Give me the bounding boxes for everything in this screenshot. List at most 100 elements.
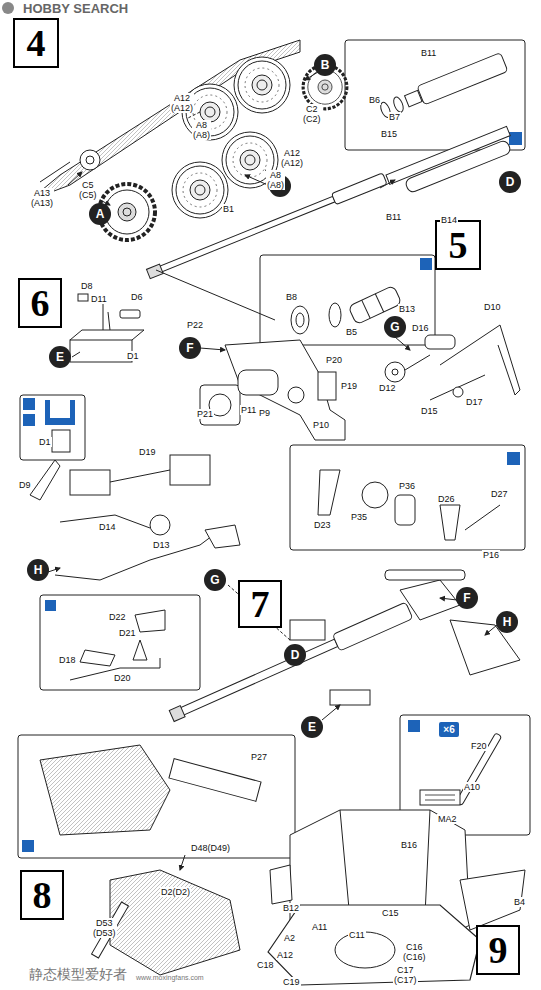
part-number: A2 xyxy=(283,933,296,943)
step-number-box: 5 xyxy=(435,220,481,270)
part-number: C17 (C17) xyxy=(393,965,418,985)
callout-circle: G xyxy=(204,569,226,591)
part-number: C11 xyxy=(348,930,366,940)
part-number: D48(D49) xyxy=(190,843,231,853)
node-text: E xyxy=(308,720,316,734)
part-number: D53 (D53) xyxy=(92,918,117,938)
part-number: C5 (C5) xyxy=(78,180,98,200)
part-number: D9 xyxy=(18,480,32,490)
node-text: D xyxy=(291,648,300,662)
callout-circle: G xyxy=(384,316,406,338)
part-number: D23 xyxy=(313,520,332,530)
part-number: D20 xyxy=(113,673,132,683)
node-text: 7 xyxy=(251,582,270,626)
callout-circle: E xyxy=(49,346,71,368)
part-number: F20 xyxy=(470,741,488,751)
node-text: G xyxy=(390,320,399,334)
part-number: P11 xyxy=(240,405,257,415)
part-number: D1 xyxy=(38,437,52,447)
callout-circle: F xyxy=(179,337,201,359)
part-number: A8 (A8) xyxy=(192,120,211,140)
part-number: B4 xyxy=(513,897,526,907)
step-number-box: 6 xyxy=(18,278,62,328)
callout-circle: E xyxy=(301,716,323,738)
node-text: ×6 xyxy=(443,724,454,735)
part-number: D21 xyxy=(118,628,137,638)
part-number: B14 xyxy=(440,215,458,225)
node-text: B xyxy=(321,58,330,72)
part-number: D17 xyxy=(465,397,484,407)
part-number: B15 xyxy=(380,129,398,139)
callout-circle: H xyxy=(27,559,49,581)
node-text: 5 xyxy=(449,223,468,267)
node-text: A xyxy=(96,207,105,221)
part-number: B13 xyxy=(398,304,416,314)
node-text: 4 xyxy=(27,21,46,65)
part-number: A12 (A12) xyxy=(280,148,304,168)
part-number: C15 xyxy=(381,908,400,918)
quantity-badge: ×6 xyxy=(439,722,459,737)
part-number: D13 xyxy=(152,540,171,550)
part-number: D22 xyxy=(108,612,127,622)
part-number: P22 xyxy=(186,320,204,330)
node-text: 6 xyxy=(31,281,50,325)
part-number: D1 xyxy=(126,351,140,361)
part-number: A10 xyxy=(463,782,481,792)
part-number: D8 xyxy=(80,281,94,291)
watermark: HOBBY SEARCH xyxy=(22,2,129,16)
callout-circle: H xyxy=(496,611,518,633)
part-number: P21 xyxy=(196,409,214,419)
part-number: A12 xyxy=(276,950,294,960)
part-number: D16 xyxy=(411,323,430,333)
part-number: D6 xyxy=(130,292,144,302)
part-number: C16 (C16) xyxy=(402,942,427,962)
part-number: D14 xyxy=(98,522,117,532)
part-number: A12 (A12) xyxy=(170,93,194,113)
part-number: D19 xyxy=(138,447,157,457)
part-number: B11 xyxy=(420,48,437,58)
part-number: P36 xyxy=(398,481,416,491)
part-number: P27 xyxy=(250,752,268,762)
node-text: 9 xyxy=(489,928,508,972)
part-number: P10 xyxy=(312,420,330,430)
part-number: D2(D2) xyxy=(160,887,191,897)
part-number: B7 xyxy=(388,112,401,122)
part-number: B12 xyxy=(282,903,300,913)
callout-circle: B xyxy=(314,54,336,76)
callout-circle: D xyxy=(284,644,306,666)
part-number: D11 xyxy=(90,294,108,304)
part-number: B5 xyxy=(345,327,358,337)
part-number: B1 xyxy=(222,204,235,214)
callout-circle: A xyxy=(89,203,111,225)
part-number: C19 xyxy=(282,977,301,987)
part-number: C18 xyxy=(256,960,275,970)
callout-circle: D xyxy=(499,171,521,193)
node-text: D xyxy=(506,175,515,189)
part-number: MA2 xyxy=(437,814,458,824)
callout-circle: F xyxy=(456,587,478,609)
step-number-box: 4 xyxy=(13,18,59,68)
node-text: 8 xyxy=(33,873,52,917)
part-number: A11 xyxy=(311,922,328,932)
node-text: E xyxy=(56,350,64,364)
node-text: H xyxy=(503,615,512,629)
step-number-box: 8 xyxy=(20,870,64,920)
step-number-box: 9 xyxy=(476,925,520,975)
part-number: D10 xyxy=(483,302,502,312)
part-number: P9 xyxy=(258,408,271,418)
part-number: A13 (A13) xyxy=(30,188,54,208)
part-number: D27 xyxy=(490,489,509,499)
part-number: D12 xyxy=(378,383,397,393)
watermark: www.moxingfans.com xyxy=(135,974,205,982)
part-number: D18 xyxy=(58,655,77,665)
part-number: B8 xyxy=(285,292,298,302)
part-number: P20 xyxy=(325,355,343,365)
part-number: D15 xyxy=(420,406,439,416)
part-number: B11 xyxy=(385,212,402,222)
node-text: F xyxy=(186,341,193,355)
part-number: P35 xyxy=(350,512,368,522)
watermark: 静态模型爱好者 xyxy=(28,966,128,982)
part-number: D26 xyxy=(437,494,456,504)
